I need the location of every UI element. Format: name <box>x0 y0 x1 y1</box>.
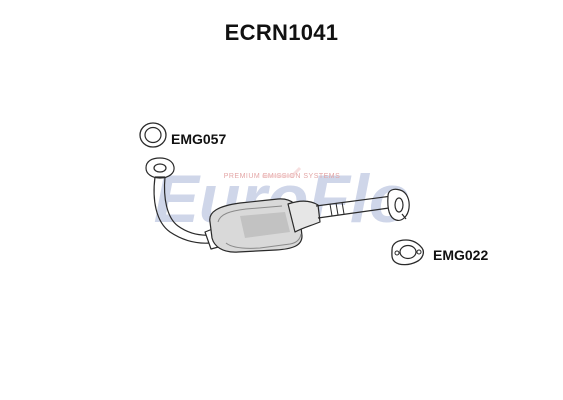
gasket-emg057 <box>139 122 167 148</box>
gasket-emg022 <box>391 239 424 266</box>
part-label-emg057: EMG057 <box>171 131 227 147</box>
catalytic-converter-assembly <box>145 157 410 253</box>
part-number-title: ECRN1041 <box>224 20 339 45</box>
part-label-emg022: EMG022 <box>433 247 489 263</box>
